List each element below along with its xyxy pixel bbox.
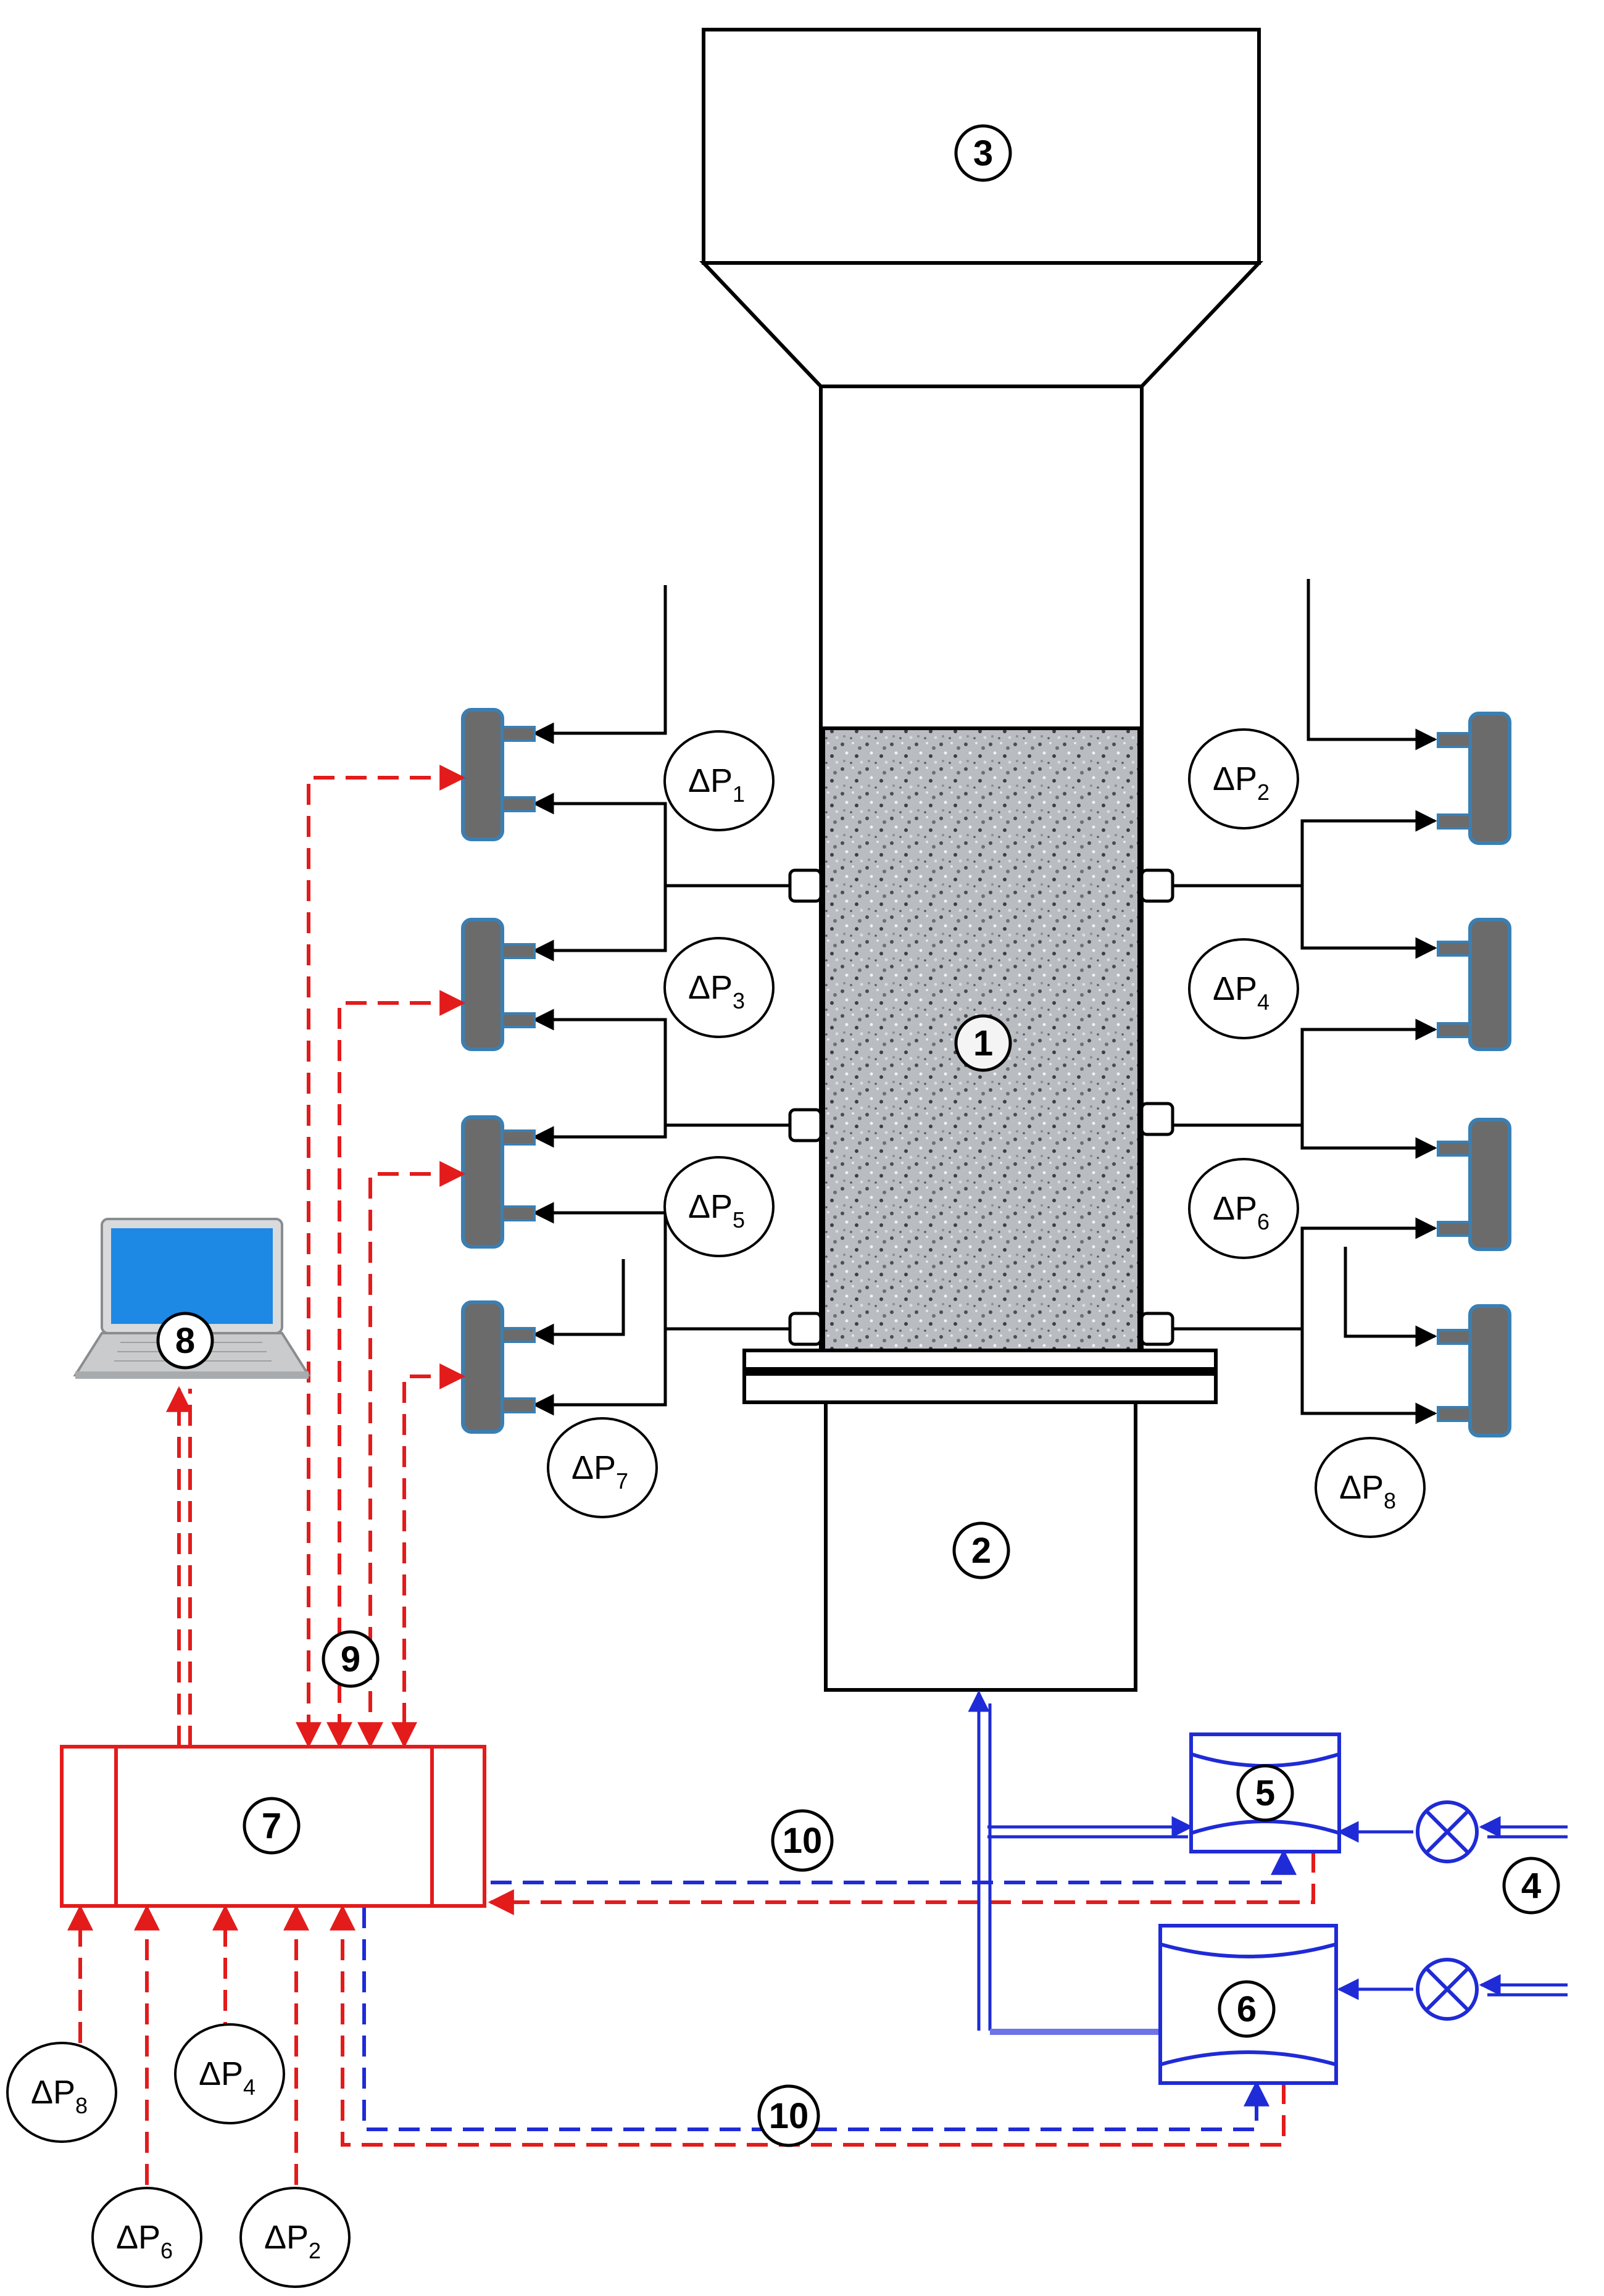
transducers <box>461 708 1511 1437</box>
label-2: 2 <box>971 1531 991 1571</box>
control-lines <box>362 1849 1297 2131</box>
transducer-dp6 <box>1437 1118 1511 1251</box>
pressure-tap-label-dp2b: ΔP2 <box>264 2219 321 2263</box>
pressure-tap-label-dp8: ΔP8 <box>1339 1469 1396 1513</box>
pressure-tap-label-dp2: ΔP2 <box>1213 760 1269 805</box>
pressure-tap-label-dp3: ΔP3 <box>688 969 745 1013</box>
pressure-tap-label-dp8b: ΔP8 <box>31 2074 88 2118</box>
pressure-ports <box>788 868 1174 1346</box>
pressure-tap-label-dp6b: ΔP6 <box>116 2219 173 2263</box>
column-structure <box>699 28 1263 1692</box>
label-1: 1 <box>973 1023 993 1063</box>
label-4: 4 <box>1521 1866 1541 1906</box>
label-7: 7 <box>262 1806 281 1846</box>
gas-flow <box>968 1690 1568 2035</box>
component-labels <box>156 124 1560 2147</box>
laptop-icon <box>73 1218 311 1379</box>
valve-top <box>1416 1800 1479 1863</box>
transducer-dp4 <box>1437 918 1511 1051</box>
pressure-lines <box>532 579 1437 1425</box>
transducer-dp1 <box>461 708 536 841</box>
transducer-dp2 <box>1437 712 1511 845</box>
label-10-top: 10 <box>783 1821 823 1861</box>
pressure-tap-label-dp1: ΔP1 <box>688 762 745 807</box>
label-9: 9 <box>341 1639 360 1679</box>
label-5: 5 <box>1255 1773 1275 1813</box>
valves <box>1416 1800 1479 2021</box>
label-10-bottom: 10 <box>769 2096 809 2136</box>
pressure-tap-label-dp5: ΔP5 <box>688 1188 745 1233</box>
transducer-dp5 <box>461 1115 536 1249</box>
transducer-dp3 <box>461 918 536 1051</box>
hopper-funnel <box>699 261 1263 388</box>
label-3: 3 <box>973 133 993 173</box>
pressure-tap-label-dp4: ΔP4 <box>1213 970 1269 1015</box>
component-label-texts: 3 1 2 4 5 6 7 8 9 10 10 <box>175 133 1541 2136</box>
signal-lines <box>67 765 1315 2185</box>
pressure-tap-label-dp7: ΔP7 <box>571 1449 628 1494</box>
transducer-dp7 <box>461 1300 536 1434</box>
pressure-tap-label-dp4b: ΔP4 <box>199 2055 256 2100</box>
transducer-dp8 <box>1437 1304 1511 1437</box>
valve-bottom <box>1416 1958 1479 2021</box>
label-8: 8 <box>175 1321 195 1361</box>
pressure-tap-label-dp6: ΔP6 <box>1213 1190 1269 1234</box>
distributor-plate <box>742 1349 1218 1404</box>
label-6: 6 <box>1237 1989 1257 2029</box>
pressure-tap-circles <box>6 728 1426 2288</box>
